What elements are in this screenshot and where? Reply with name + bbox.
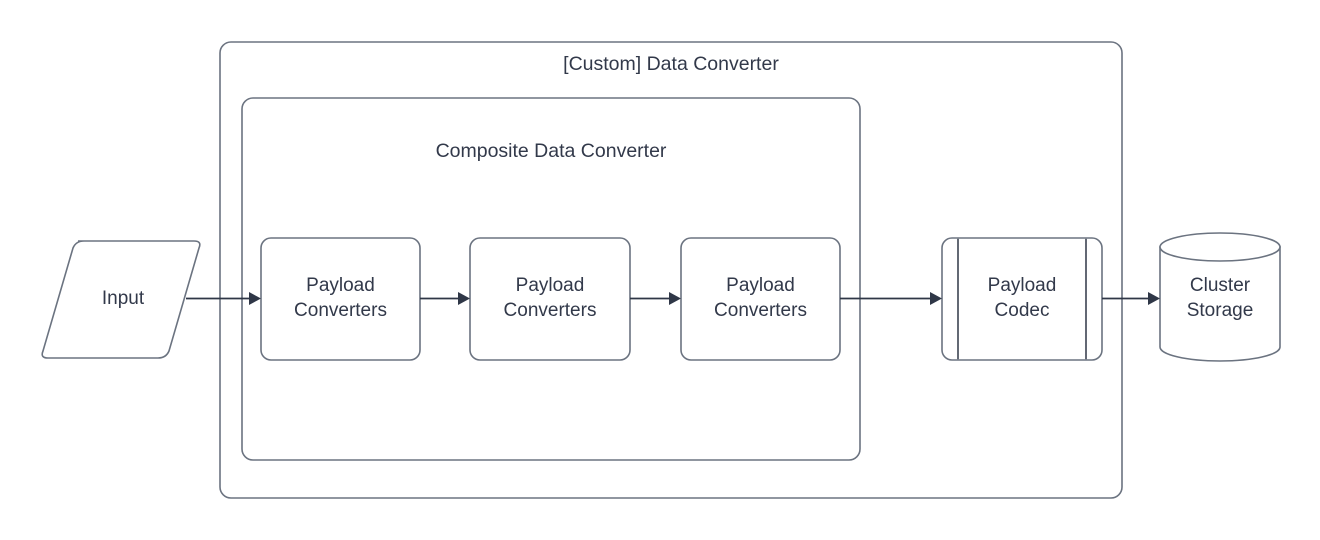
database-cylinder-icon (1159, 232, 1281, 262)
connector-input-to-payload-converters-1 (186, 292, 261, 305)
node-payload-converters-2[interactable] (469, 237, 631, 361)
node-payload-codec[interactable] (941, 237, 1103, 361)
connector-pc1-to-pc2 (420, 292, 470, 305)
connector-payload-codec-to-cluster-storage (1102, 292, 1160, 305)
input-parallelogram-icon[interactable] (41, 240, 201, 359)
connector-pc3-to-payload-codec (840, 292, 942, 305)
connector-pc2-to-pc3 (630, 292, 681, 305)
node-payload-converters-1[interactable] (260, 237, 421, 361)
node-cluster-storage[interactable] (1159, 232, 1281, 362)
node-payload-converters-3[interactable] (680, 237, 841, 361)
